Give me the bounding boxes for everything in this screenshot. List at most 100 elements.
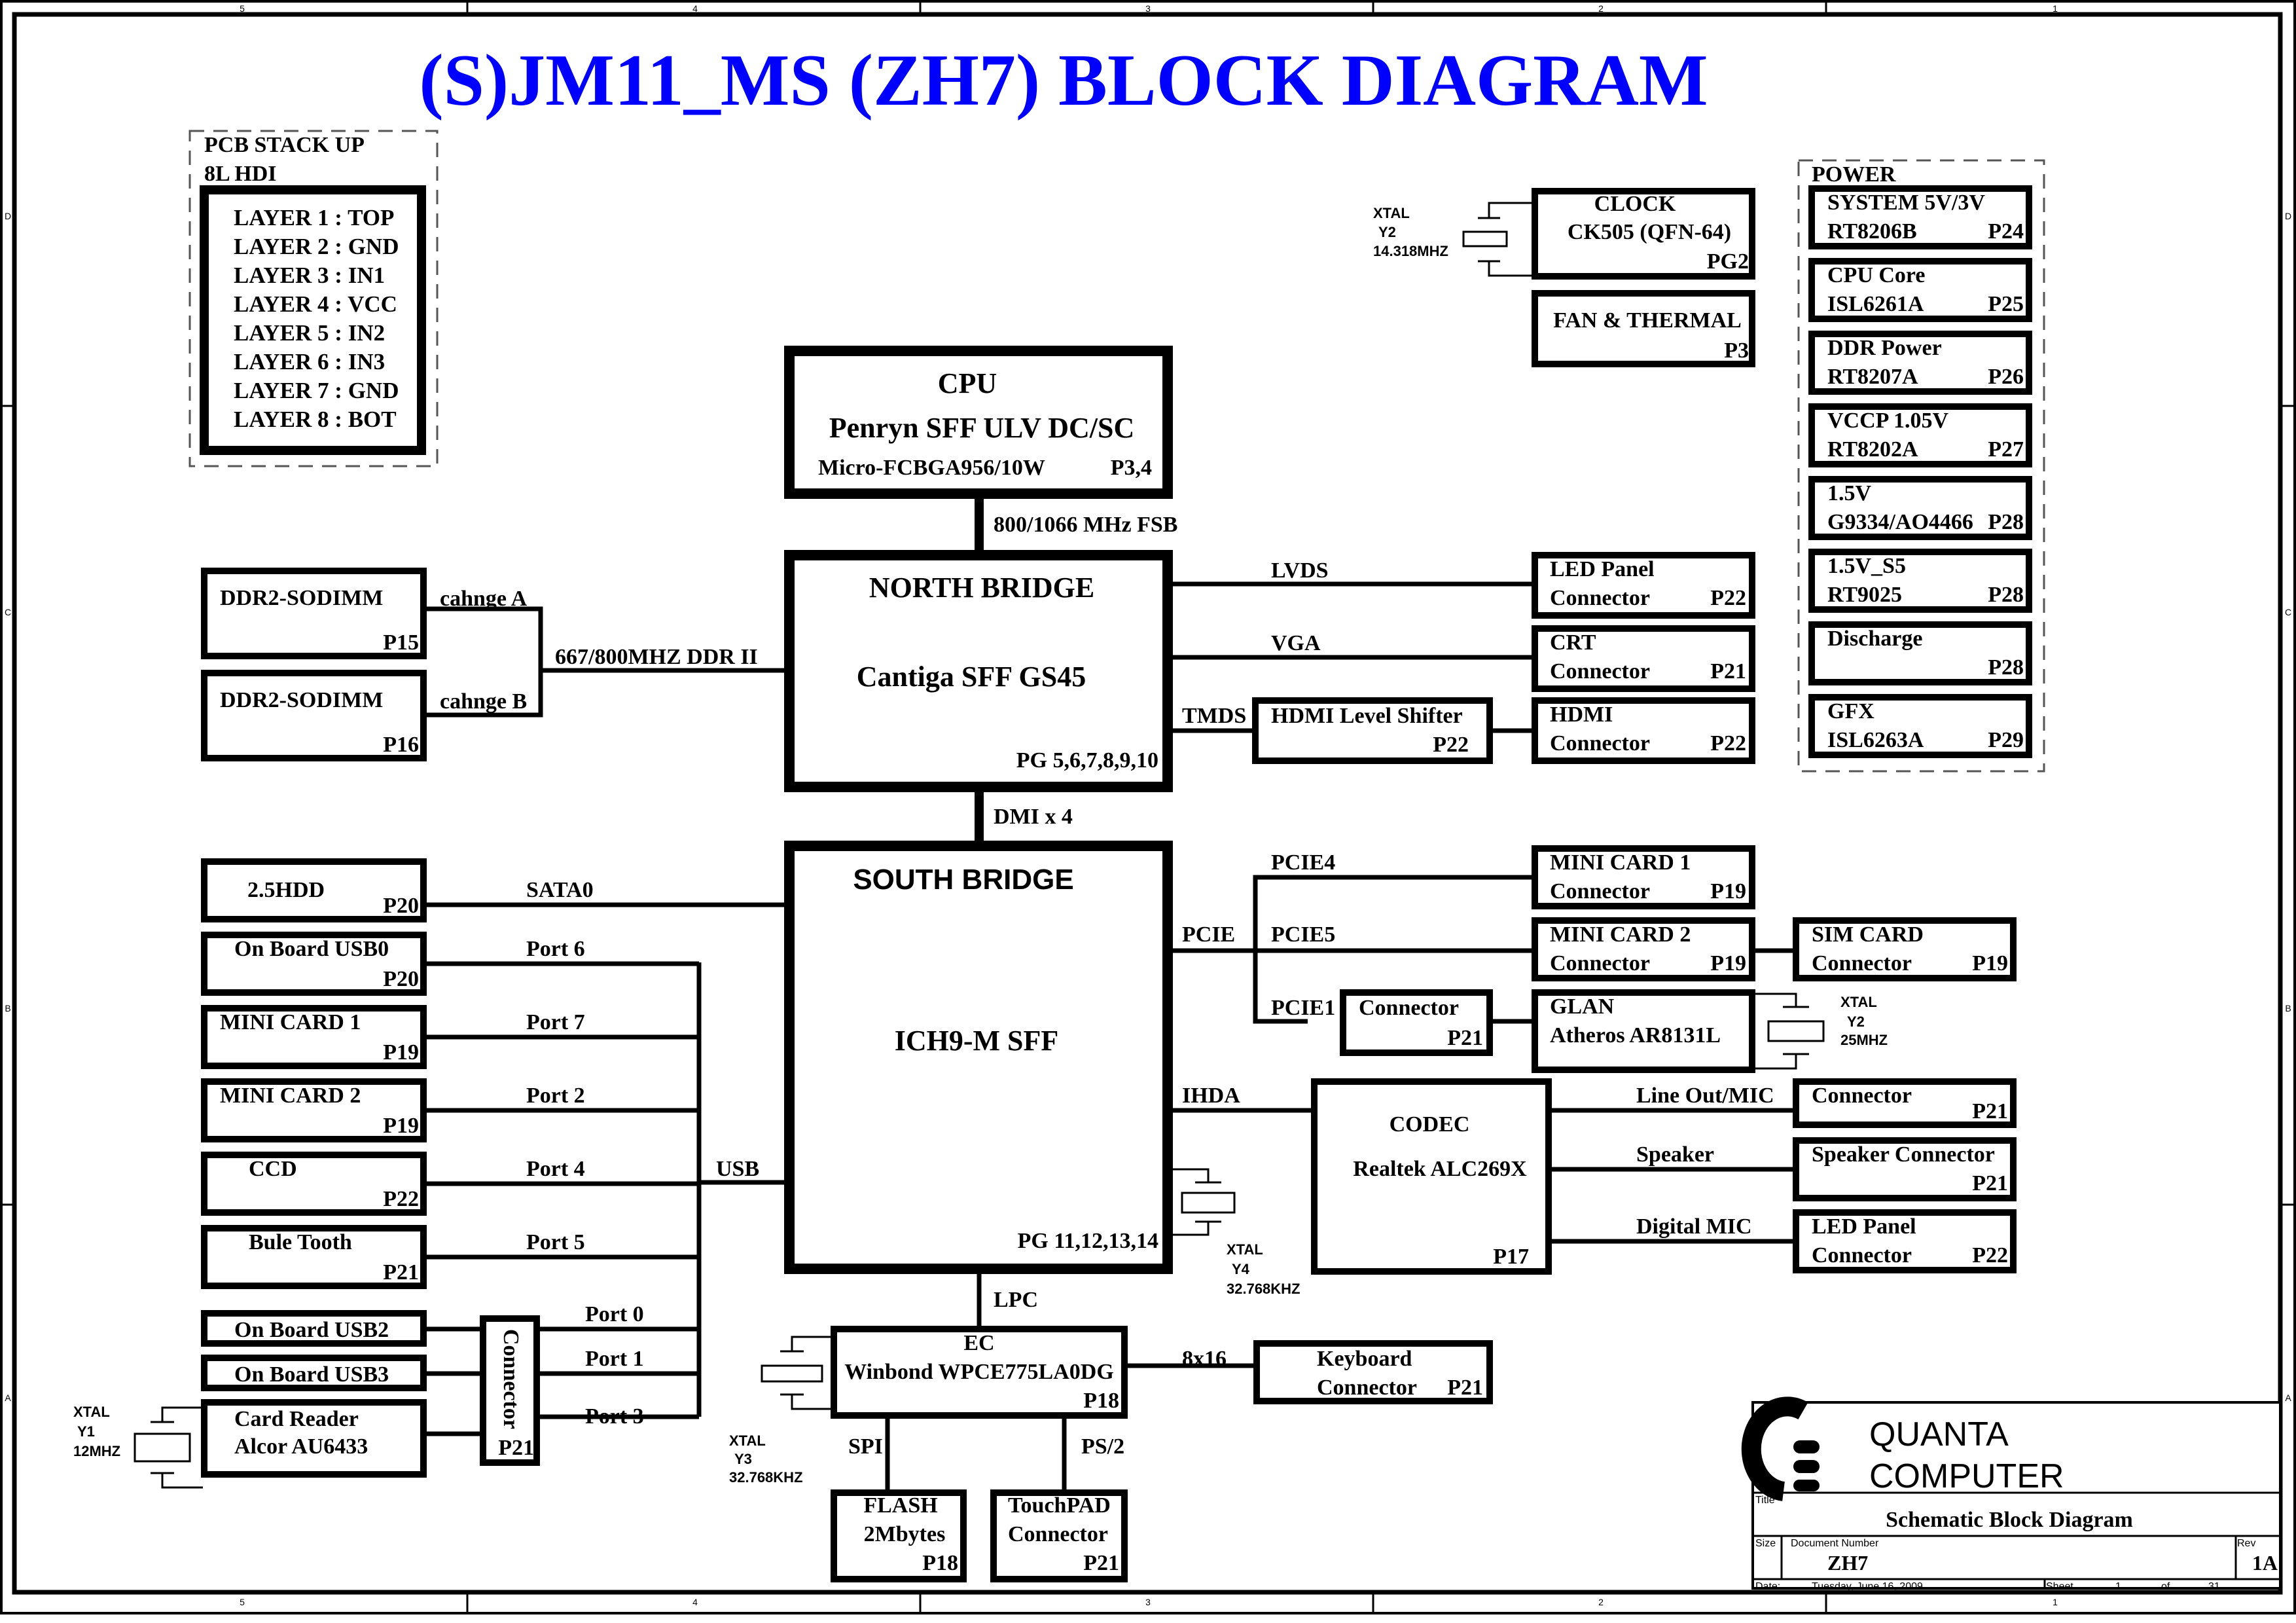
keyboard-connector[interactable] — [1253, 1340, 1493, 1404]
fan-thermal-block[interactable]: FAN & THERMAL P3 — [1532, 290, 1755, 367]
speaker-connector[interactable] — [1793, 1137, 2017, 1201]
pcie-device-page: P19 — [1710, 951, 1746, 976]
speaker-conn-label: Speaker Connector — [1812, 1142, 1995, 1167]
ihda-label: IHDA — [1182, 1084, 1240, 1108]
zone-row-a-right: A — [2285, 1393, 2291, 1403]
hdmi-level-shifter[interactable] — [1252, 697, 1493, 764]
power-item-name: VCCP 1.05V — [1827, 409, 1949, 433]
tmds-label: TMDS — [1182, 704, 1246, 728]
display-conn-sub: Connector — [1550, 659, 1650, 684]
power-item-page: P28 — [1988, 510, 2024, 534]
display-conn-sub: Connector — [1550, 731, 1650, 756]
usb-device-page: P20 — [383, 967, 419, 991]
nb-title: NORTH BRIDGE — [869, 572, 1094, 604]
zone-col-3-bottom: 3 — [1145, 1597, 1151, 1607]
sodimm-b-page: P16 — [383, 733, 419, 757]
codec-page: P17 — [1493, 1245, 1529, 1269]
channel-b-label: cahnge B — [440, 689, 527, 714]
pcie-device-page: P19 — [1710, 879, 1746, 903]
pcb-layer: LAYER 7 : GND — [234, 378, 399, 403]
pcb-layer: LAYER 3 : IN1 — [234, 263, 385, 288]
cpu-title: CPU — [938, 367, 997, 399]
lineout-page: P21 — [1972, 1099, 2008, 1123]
sodimm-b[interactable] — [201, 670, 427, 761]
nb-page: PG 5,6,7,8,9,10 — [1016, 748, 1158, 773]
ps2-label: PS/2 — [1081, 1434, 1124, 1459]
clock-block[interactable]: CLOCK CK505 (QFN-64) PG2 — [1532, 188, 1755, 280]
power-item-name: DDR Power — [1827, 336, 1942, 360]
flash-page: P18 — [922, 1551, 958, 1575]
dmic-label: Digital MIC — [1636, 1214, 1752, 1239]
usb-connector[interactable] — [480, 1315, 540, 1466]
channel-a-label: cahnge A — [440, 587, 528, 611]
sodimm-a[interactable] — [201, 568, 427, 659]
flash-block[interactable] — [831, 1489, 967, 1582]
rev-label: Rev — [2237, 1538, 2255, 1549]
fsb-label: 800/1066 MHz FSB — [994, 513, 1177, 537]
pcie-device[interactable]: MINI CARD 1 Connector P19 — [1532, 845, 1755, 909]
codec-block[interactable] — [1311, 1078, 1552, 1275]
zone-row-a: A — [5, 1393, 11, 1403]
lineout-connector[interactable] — [1793, 1078, 2017, 1128]
zone-col-2: 2 — [1598, 3, 1604, 14]
power-item-page: P24 — [1988, 219, 2024, 244]
clock-part: CK505 (QFN-64) — [1568, 220, 1731, 244]
usb-port-label: Port 5 — [526, 1230, 585, 1254]
sheet-number: 1 — [2115, 1581, 2121, 1592]
usb-port-label: Port 7 — [526, 1010, 585, 1034]
pcie-device-label: MINI CARD 1 — [1550, 850, 1691, 875]
doc-number: ZH7 — [1827, 1551, 1868, 1575]
north-bridge-block[interactable]: NORTH BRIDGE Cantiga SFF GS45 PG 5,6,7,8… — [784, 550, 1173, 792]
touchpad-block[interactable] — [990, 1489, 1128, 1582]
hdd-block[interactable] — [201, 858, 427, 922]
zone-row-c: C — [5, 607, 11, 617]
pcie-device-sub: Connector — [1550, 879, 1650, 903]
vga-label: VGA — [1271, 631, 1321, 655]
sheet-label: Sheet — [2046, 1581, 2073, 1592]
revision: 1A — [2252, 1551, 2278, 1575]
cpu-block[interactable]: CPU Penryn SFF ULV DC/SC Micro-FCBGA956/… — [784, 346, 1173, 499]
xtal-freq: 14.318MHZ — [1373, 243, 1448, 259]
sim-card-block[interactable] — [1793, 917, 2017, 981]
card-reader[interactable] — [201, 1399, 427, 1478]
south-bridge-block[interactable]: SOUTH BRIDGE ICH9-M SFF PG 11,12,13,14 — [784, 841, 1173, 1274]
keyboard-label: Keyboard — [1317, 1347, 1412, 1371]
usb-port-label: Port 6 — [526, 937, 585, 961]
lan-connector-page: P21 — [1447, 1026, 1483, 1050]
dmi-label: DMI x 4 — [994, 805, 1073, 829]
dmic-page: P22 — [1972, 1243, 2008, 1267]
keyboard-page: P21 — [1447, 1376, 1483, 1400]
keyboard-sub: Connector — [1317, 1376, 1417, 1400]
dmic-conn-sub: Connector — [1812, 1243, 1912, 1267]
card-reader-part: Alcor AU6433 — [234, 1434, 368, 1459]
zone-col-1: 1 — [2053, 3, 2058, 14]
power-item-part: ISL6263A — [1827, 728, 1924, 752]
dmic-led-panel-connector[interactable] — [1793, 1209, 2017, 1273]
xtal-ref: Y2 — [1378, 224, 1396, 240]
pcie-device-sub: Connector — [1550, 951, 1650, 976]
fan-page: P3 — [1724, 338, 1749, 363]
lan-connector[interactable] — [1340, 989, 1493, 1056]
power-item-part: ISL6261A — [1827, 292, 1924, 316]
date-value: Tuesday, June 16, 2009 — [1812, 1581, 1923, 1592]
display-conn-label: HDMI — [1550, 702, 1613, 727]
ec-block[interactable] — [831, 1326, 1128, 1419]
